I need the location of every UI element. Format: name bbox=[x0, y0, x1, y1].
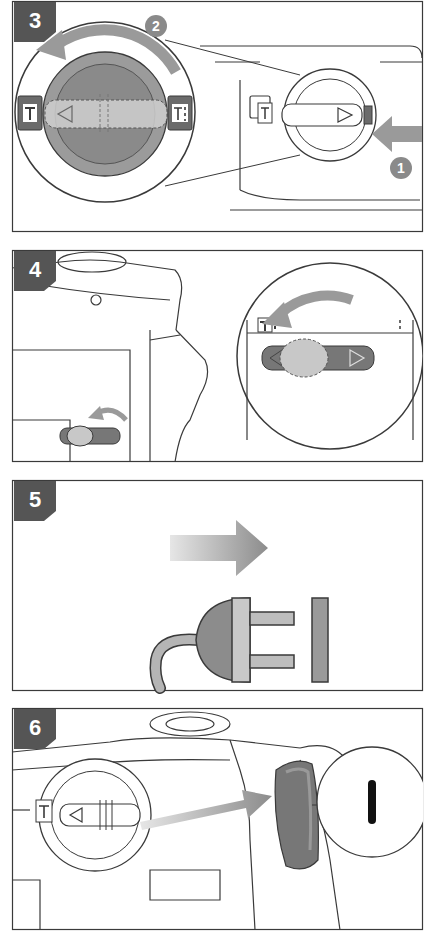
step-badge-fill bbox=[14, 481, 56, 521]
plug-prong bbox=[250, 655, 294, 668]
mode-tab-left bbox=[18, 96, 42, 130]
plug-body bbox=[196, 598, 250, 682]
selector-lever bbox=[45, 94, 167, 134]
cable bbox=[156, 639, 201, 688]
switch-on bbox=[12, 712, 423, 930]
selector-lever bbox=[36, 800, 140, 830]
zoom-detail bbox=[247, 320, 413, 440]
socket bbox=[312, 598, 328, 682]
step-number: 4 bbox=[29, 259, 41, 281]
on-symbol bbox=[368, 780, 376, 824]
callout-circle-fill bbox=[390, 157, 412, 179]
push-arrow bbox=[372, 116, 422, 152]
callout-label: 1 bbox=[397, 161, 405, 175]
mode-selector-release bbox=[15, 22, 422, 210]
step-badge: 5 bbox=[14, 481, 56, 521]
tool-body-outline bbox=[12, 712, 345, 930]
step-badge-fill bbox=[14, 2, 56, 42]
tool-body-outline bbox=[200, 46, 422, 210]
plug-face bbox=[232, 598, 250, 682]
step-badge: 6 bbox=[14, 709, 56, 749]
zoom-circle bbox=[15, 22, 195, 202]
direction-arrow bbox=[170, 520, 268, 576]
zoom-circle bbox=[237, 263, 423, 449]
callout-circle-fill bbox=[145, 15, 167, 37]
mode-tab-right bbox=[168, 96, 192, 130]
step-badge: 4 bbox=[14, 251, 56, 291]
on-off-switch bbox=[275, 761, 318, 869]
small-lever bbox=[258, 103, 372, 126]
cable bbox=[156, 639, 201, 688]
step-number: 6 bbox=[29, 717, 41, 739]
panel-frame bbox=[13, 481, 423, 691]
zoom-leader-lines bbox=[165, 40, 300, 186]
switch-highlight bbox=[286, 769, 311, 850]
step-badge-fill bbox=[14, 709, 56, 749]
step-badge-fill bbox=[14, 251, 56, 291]
dial-inner bbox=[51, 771, 139, 859]
callout-label: 2 bbox=[152, 19, 160, 33]
plug-prong bbox=[250, 612, 294, 625]
dial bbox=[39, 759, 151, 871]
direction-arrow bbox=[140, 790, 272, 830]
plug-in-mains bbox=[156, 520, 329, 688]
rotate-arrow bbox=[262, 296, 352, 328]
dial bbox=[43, 52, 167, 176]
tool-body-outline bbox=[12, 252, 208, 462]
zoom-circle bbox=[317, 747, 423, 857]
step-badge: 3 bbox=[14, 2, 56, 42]
lever-lock bbox=[12, 252, 423, 462]
callout-number: 2 bbox=[145, 15, 167, 37]
step-number: 5 bbox=[29, 489, 41, 511]
panel-frame bbox=[13, 2, 423, 232]
panel-frame bbox=[13, 251, 423, 462]
step-number: 3 bbox=[29, 10, 41, 32]
small-lever bbox=[60, 406, 126, 446]
lock-lever bbox=[262, 339, 374, 377]
callout-number: 1 bbox=[390, 157, 412, 179]
